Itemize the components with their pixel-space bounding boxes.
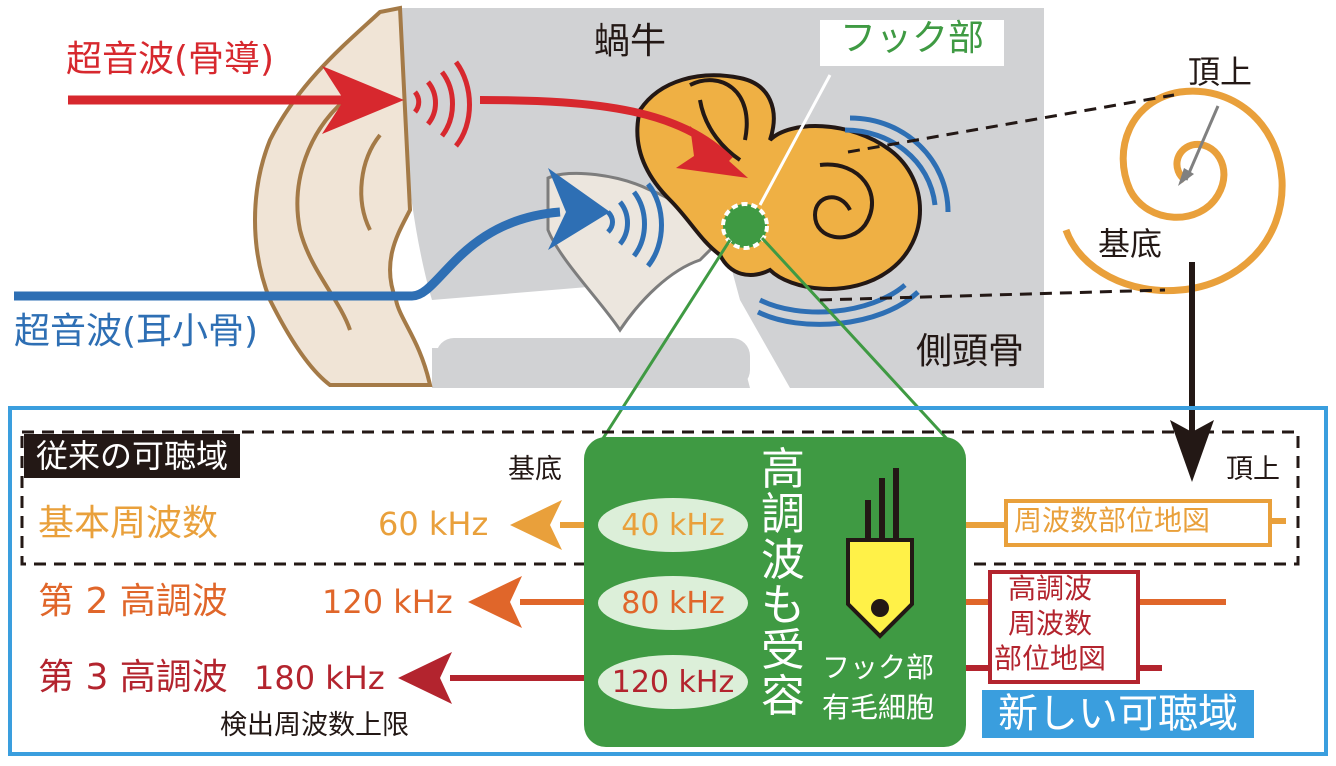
vertical-char: 波 — [761, 534, 805, 586]
vertical-char: も — [761, 579, 805, 631]
vertical-char: 受 — [761, 625, 805, 677]
proj-line-bottom — [819, 288, 1166, 302]
down-arrow-head — [1170, 420, 1214, 482]
auricle-inner2 — [359, 133, 382, 231]
label-base-top: 基底 — [1098, 225, 1163, 263]
blue-wave-4 — [645, 182, 664, 268]
label-fundamental: 基本周波数 — [38, 503, 219, 544]
label-ultrasound-bone: 超音波(骨導) — [66, 39, 275, 80]
hook-pointer — [758, 74, 832, 206]
apex-pointer-head — [1178, 168, 1194, 186]
vib-arc-1 — [844, 127, 938, 206]
red-wave-2 — [425, 80, 438, 126]
label-180khz: 180 kHz — [254, 659, 385, 697]
harm-map-box — [988, 570, 1140, 684]
label-harm-map-2: 周波数 — [1008, 607, 1093, 640]
label-120khz: 120 kHz — [322, 583, 453, 621]
new-range-frame — [8, 406, 1328, 756]
label-40khz: 40 kHz — [621, 507, 725, 543]
blue-arrow — [14, 207, 561, 301]
vertical-text: 高 調 波 も 受 容 — [758, 447, 808, 719]
freq-map-box — [1004, 499, 1272, 547]
auricle — [253, 5, 433, 387]
label-new-range: 新しい可聴域 — [982, 690, 1254, 738]
label-ultrasound-ossicle: 超音波(耳小骨) — [14, 311, 259, 352]
red-arrow-head — [322, 66, 404, 134]
vertical-char: 容 — [761, 670, 805, 722]
label-third-harmonic: 第 3 高調波 — [38, 657, 228, 698]
label-apex-legend: 頂上 — [1226, 454, 1280, 485]
h2-head — [468, 576, 522, 628]
label-cochlea: 蝸牛 — [594, 21, 667, 62]
blue-wave-1 — [606, 210, 615, 234]
h3-head — [398, 652, 452, 704]
ellipse-40khz: 40 kHz — [598, 498, 748, 552]
apex-pointer — [1184, 105, 1220, 181]
red-arrow-inner — [479, 96, 733, 163]
fund-head — [510, 500, 562, 550]
blue-wave-2 — [617, 200, 630, 246]
canal-floor — [436, 338, 750, 388]
hook-circle — [721, 202, 769, 250]
label-hair-cell-2: 有毛細胞 — [822, 691, 935, 724]
label-base-legend: 基底 — [508, 454, 562, 485]
cochlea-canals — [689, 78, 749, 162]
red-arrow-inner-head — [676, 126, 748, 178]
blue-wave-3 — [631, 190, 647, 258]
label-apex-top: 頂上 — [1188, 53, 1253, 91]
label-old-range: 従来の可聴域 — [24, 434, 241, 478]
label-hook: フック部 — [820, 20, 1004, 66]
label-temporal-bone: 側頭骨 — [916, 331, 1025, 372]
label-harm-map-1: 高調波 — [1008, 572, 1093, 605]
vertical-char: 高 — [761, 444, 805, 495]
label-detect-limit: 検出周波数上限 — [220, 710, 409, 741]
label-second-harmonic: 第 2 高調波 — [38, 581, 228, 622]
vertical-char: 調 — [761, 489, 805, 541]
blue-arrow-head — [548, 168, 610, 250]
ellipse-80khz: 80 kHz — [598, 576, 748, 630]
label-80khz: 80 kHz — [621, 585, 725, 621]
label-120khz-panel: 120 kHz — [611, 664, 735, 700]
vib-arc-3 — [758, 283, 907, 315]
label-harm-map-3: 部位地図 — [994, 642, 1107, 675]
label-freq-map: 周波数部位地図 — [1014, 504, 1211, 537]
label-60khz: 60 kHz — [378, 505, 489, 543]
vib-arc-2 — [849, 115, 951, 213]
red-wave-4 — [453, 60, 472, 148]
ellipse-120khz: 120 kHz — [598, 655, 748, 709]
red-wave-3 — [439, 70, 455, 138]
red-wave-1 — [412, 90, 422, 114]
cochlea-spiral — [812, 162, 874, 240]
proj-line-top — [847, 93, 1175, 154]
label-hair-cell-1: フック部 — [822, 651, 935, 684]
